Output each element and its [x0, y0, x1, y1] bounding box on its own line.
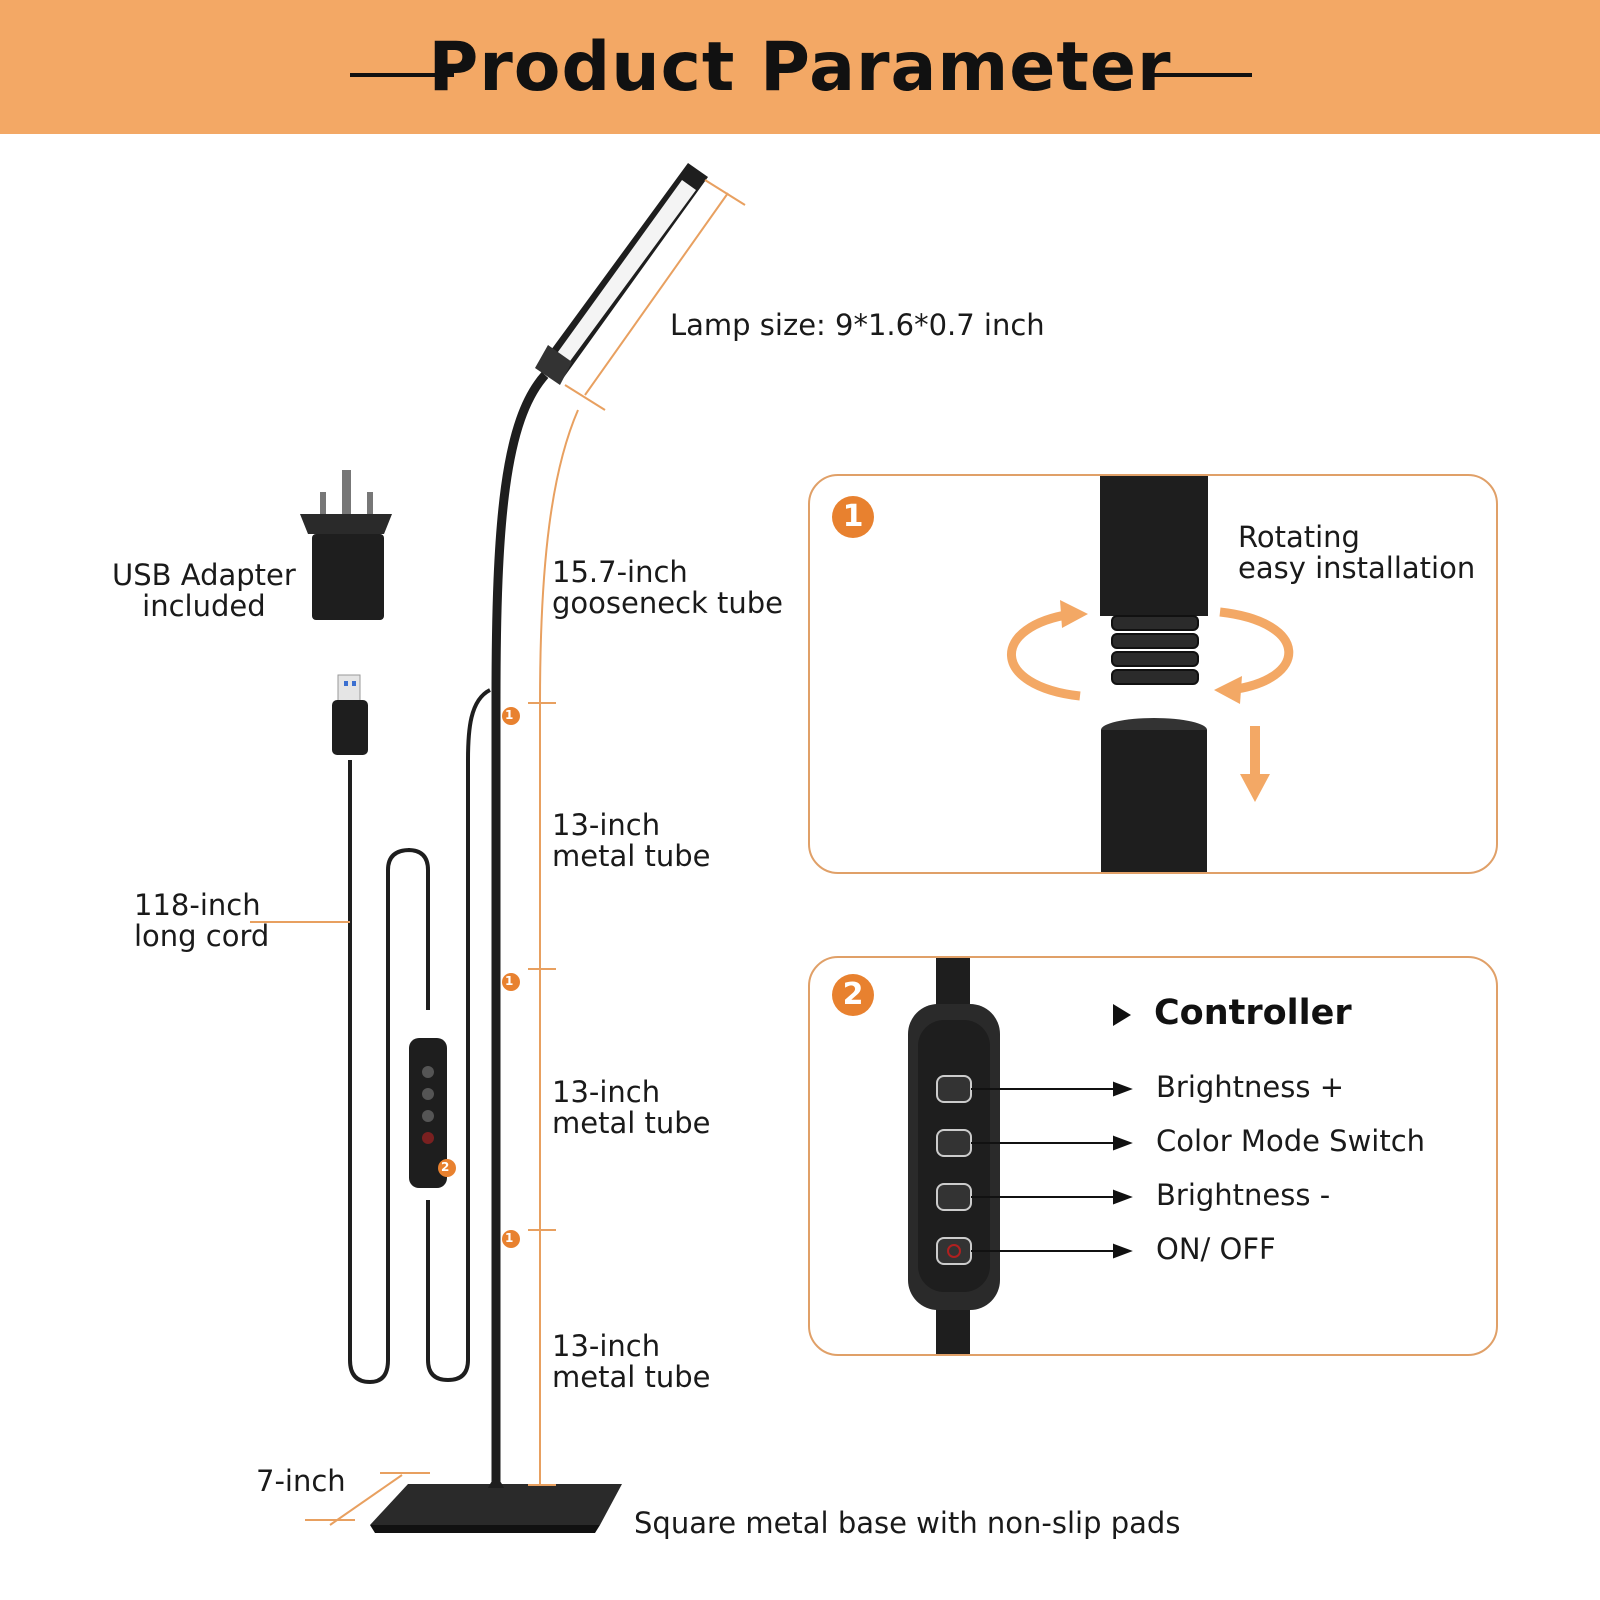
joint-marker-3: 1 — [505, 1231, 514, 1245]
page-title: Product Parameter — [428, 28, 1172, 107]
inline-controller — [409, 1038, 447, 1188]
controller-marker: 2 — [441, 1160, 450, 1174]
lamp-head — [535, 163, 708, 385]
controller-badge: 2 — [832, 974, 874, 1016]
header-banner — [0, 0, 1600, 134]
base-label: Square metal base with non-slip pads — [634, 1506, 1181, 1540]
cord-lower — [426, 688, 492, 1383]
base-width-label: 7-inch — [256, 1464, 346, 1498]
dimension-lines — [250, 179, 746, 1526]
power-label: ON/ OFF — [1156, 1232, 1276, 1266]
installation-badge: 1 — [832, 496, 874, 538]
brightness-up-label: Brightness + — [1156, 1070, 1344, 1104]
brightness-down-label: Brightness - — [1156, 1178, 1331, 1212]
cord-loop — [348, 760, 430, 1385]
joint-marker-1: 1 — [505, 708, 514, 722]
controller-title: Controller — [1154, 993, 1352, 1033]
title-rule-right — [1148, 73, 1252, 77]
title-rule-left — [350, 73, 454, 77]
gooseneck-tube — [491, 372, 549, 701]
color-mode-label: Color Mode Switch — [1156, 1124, 1426, 1158]
controller-illustration — [908, 958, 1133, 1354]
joint-marker-2: 1 — [505, 974, 514, 988]
square-base — [370, 1479, 622, 1533]
lamp-size-label: Lamp size: 9*1.6*0.7 inch — [670, 308, 1045, 342]
installation-illustration — [1007, 476, 1294, 872]
joint-markers — [438, 707, 520, 1248]
usb-adapter — [300, 470, 392, 620]
usb-plug — [332, 674, 368, 755]
controller-panel: 2 Controller Brightness + Color Mode Swi… — [808, 956, 1498, 1356]
